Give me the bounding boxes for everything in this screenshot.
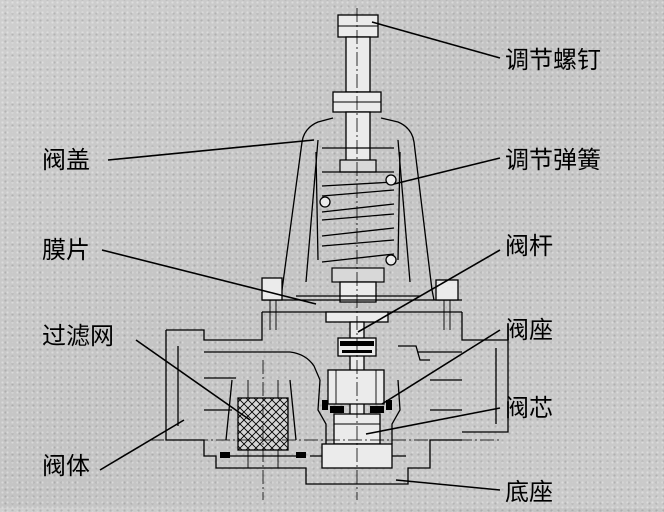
adjusting-screw — [332, 14, 382, 163]
leader-valve-stem — [357, 249, 501, 333]
bonnet — [279, 117, 435, 301]
leader-valve-core — [365, 407, 501, 435]
leader-adjust-screw — [371, 21, 501, 59]
leader-filter-screen — [135, 339, 251, 421]
label-diaphragm: 膜片 — [42, 236, 90, 264]
label-valve-core: 阀芯 — [505, 394, 553, 422]
label-filter-screen: 过滤网 — [42, 322, 114, 350]
leader-diaphragm — [101, 249, 317, 305]
leader-adjust-spring — [393, 157, 501, 185]
label-valve-stem: 阀杆 — [505, 232, 553, 260]
label-adjust-spring: 调节弹簧 — [505, 146, 601, 174]
label-adjust-screw: 调节螺钉 — [505, 46, 601, 74]
leader-valve-seat — [381, 329, 501, 405]
centerlines — [150, 8, 500, 500]
label-valve-seat: 阀座 — [505, 316, 553, 344]
adjusting-spring — [319, 159, 397, 303]
leader-base — [395, 479, 501, 491]
label-base: 底座 — [505, 478, 553, 506]
leader-valve-body — [99, 419, 185, 471]
gaskets — [220, 400, 392, 458]
leader-lines — [99, 21, 501, 491]
label-valve-body: 阀体 — [42, 452, 90, 480]
valve-seat — [327, 369, 385, 413]
leader-bonnet — [107, 139, 315, 161]
label-bonnet: 阀盖 — [42, 146, 90, 174]
